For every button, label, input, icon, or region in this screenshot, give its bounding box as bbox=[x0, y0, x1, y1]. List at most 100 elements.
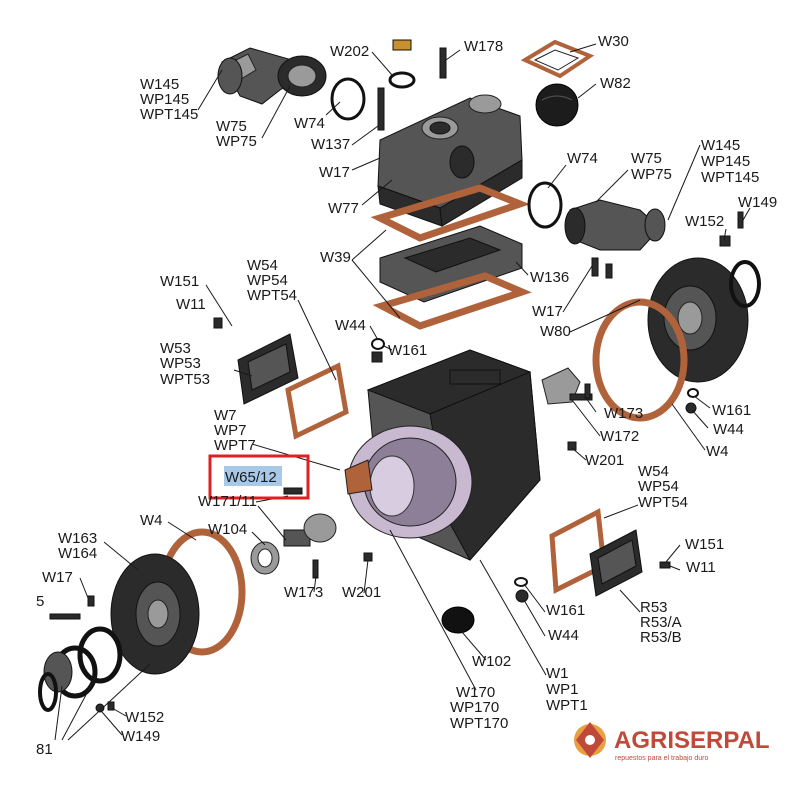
label-w178[interactable]: W178 bbox=[464, 38, 503, 55]
label-w171-11[interactable]: W171/11 bbox=[198, 493, 257, 510]
label-wpt170[interactable]: WPT170 bbox=[450, 715, 508, 732]
washer-w161-lower bbox=[514, 577, 528, 587]
label-81[interactable]: 81 bbox=[36, 741, 53, 758]
gasket-w39-lower bbox=[372, 272, 532, 330]
seal-left-3 bbox=[38, 672, 58, 712]
valve-plate bbox=[379, 225, 523, 303]
inspection-cover-left bbox=[237, 333, 349, 440]
label-w145-right[interactable]: W145 bbox=[701, 137, 740, 154]
label-w152-left[interactable]: W152 bbox=[125, 709, 164, 726]
label-w1[interactable]: W1 bbox=[546, 665, 569, 682]
label-w145-top[interactable]: W145 bbox=[140, 76, 179, 93]
label-w152-right[interactable]: W152 bbox=[685, 213, 724, 230]
label-w74-right[interactable]: W74 bbox=[567, 150, 598, 167]
label-w44-right[interactable]: W44 bbox=[713, 421, 744, 438]
label-wp145-right[interactable]: WP145 bbox=[701, 153, 750, 170]
label-w161-lower[interactable]: W161 bbox=[546, 602, 585, 619]
plate-w30 bbox=[520, 39, 595, 79]
gasket-w4-right bbox=[592, 298, 688, 422]
logo-emblem-icon bbox=[574, 722, 606, 758]
label-w137[interactable]: W137 bbox=[311, 136, 350, 153]
label-w7[interactable]: W7 bbox=[214, 407, 237, 424]
label-w80[interactable]: W80 bbox=[540, 323, 571, 340]
label-w82[interactable]: W82 bbox=[600, 75, 631, 92]
label-wpt7[interactable]: WPT7 bbox=[214, 437, 256, 454]
label-wp53[interactable]: WP53 bbox=[160, 355, 201, 372]
label-r53[interactable]: R53 bbox=[640, 599, 668, 616]
label-w151-left[interactable]: W151 bbox=[160, 273, 199, 290]
label-w170[interactable]: W170 bbox=[456, 684, 495, 701]
label-5[interactable]: 5 bbox=[36, 593, 44, 610]
label-wp54-left[interactable]: WP54 bbox=[247, 272, 288, 289]
label-w17-right[interactable]: W17 bbox=[532, 303, 563, 320]
label-w173-right[interactable]: W173 bbox=[604, 405, 643, 422]
seal-left-1 bbox=[77, 626, 123, 684]
label-w201-mid[interactable]: W201 bbox=[585, 452, 624, 469]
bolt-w137 bbox=[377, 87, 385, 131]
end-cover-right bbox=[647, 257, 761, 383]
screw-w11-right bbox=[659, 561, 671, 569]
label-w44-left[interactable]: W44 bbox=[335, 317, 366, 334]
label-w75-top[interactable]: W75 bbox=[216, 118, 247, 135]
bolt-w149-right bbox=[737, 211, 744, 229]
label-wp75-top[interactable]: WP75 bbox=[216, 133, 257, 150]
inspection-cover-right bbox=[549, 508, 643, 597]
label-wpt1[interactable]: WPT1 bbox=[546, 697, 588, 714]
screw-w201-low bbox=[363, 552, 373, 562]
label-wp145-top[interactable]: WP145 bbox=[140, 91, 189, 108]
label-w17-left[interactable]: W17 bbox=[42, 569, 73, 586]
agriserpal-logo: AGRISERPAL repuestos para el trabajo dur… bbox=[574, 722, 770, 762]
label-w77[interactable]: W77 bbox=[328, 200, 359, 217]
logo-tagline: repuestos para el trabajo duro bbox=[615, 755, 708, 762]
label-w201-lower[interactable]: W201 bbox=[342, 584, 381, 601]
label-w136[interactable]: W136 bbox=[530, 269, 569, 286]
gasket-w39-upper bbox=[370, 184, 531, 242]
label-wpt145-right[interactable]: WPT145 bbox=[701, 169, 759, 186]
label-w39[interactable]: W39 bbox=[320, 249, 351, 266]
label-w161-right[interactable]: W161 bbox=[712, 402, 751, 419]
label-wpt54-left[interactable]: WPT54 bbox=[247, 287, 297, 304]
label-w151-right[interactable]: W151 bbox=[685, 536, 724, 553]
label-w4-left[interactable]: W4 bbox=[140, 512, 163, 529]
label-w104[interactable]: W104 bbox=[208, 521, 247, 538]
label-w4-right[interactable]: W4 bbox=[706, 443, 729, 460]
label-w54-right[interactable]: W54 bbox=[638, 463, 669, 480]
label-wp1[interactable]: WP1 bbox=[546, 681, 579, 698]
label-w164[interactable]: W164 bbox=[58, 545, 97, 562]
label-w202[interactable]: W202 bbox=[330, 43, 369, 60]
label-w149-right[interactable]: W149 bbox=[738, 194, 777, 211]
bearing-left bbox=[43, 651, 73, 693]
label-w163[interactable]: W163 bbox=[58, 530, 97, 547]
part-labels: W202 W178 W30 W82 W145 WP145 WPT145 W75 … bbox=[36, 33, 777, 758]
label-w44-lower[interactable]: W44 bbox=[548, 627, 579, 644]
label-w17-top[interactable]: W17 bbox=[319, 164, 350, 181]
pin-w65 bbox=[283, 487, 303, 495]
label-w65-12[interactable]: W65/12 bbox=[225, 469, 277, 486]
label-w173-lower[interactable]: W173 bbox=[284, 584, 323, 601]
label-w75-right[interactable]: W75 bbox=[631, 150, 662, 167]
label-r53b[interactable]: R53/B bbox=[640, 629, 682, 646]
label-wpt54-right[interactable]: WPT54 bbox=[638, 494, 688, 511]
label-w102[interactable]: W102 bbox=[472, 653, 511, 670]
label-w74-top[interactable]: W74 bbox=[294, 115, 325, 132]
bolt-w17-left bbox=[87, 595, 95, 607]
label-wp7[interactable]: WP7 bbox=[214, 422, 247, 439]
plug-w44-lower bbox=[515, 589, 529, 603]
label-w54-left[interactable]: W54 bbox=[247, 257, 278, 274]
label-w30[interactable]: W30 bbox=[598, 33, 629, 50]
label-w53[interactable]: W53 bbox=[160, 340, 191, 357]
label-w172[interactable]: W172 bbox=[600, 428, 639, 445]
label-wp170[interactable]: WP170 bbox=[450, 699, 499, 716]
label-w11-left[interactable]: W11 bbox=[176, 296, 206, 313]
label-w161-left[interactable]: W161 bbox=[388, 342, 427, 359]
elbow-top-left bbox=[217, 47, 327, 105]
label-w11-right[interactable]: W11 bbox=[686, 559, 716, 576]
label-r53a[interactable]: R53/A bbox=[640, 614, 682, 631]
label-wp75-right[interactable]: WP75 bbox=[631, 166, 672, 183]
label-wpt145-top[interactable]: WPT145 bbox=[140, 106, 198, 123]
label-w149-left[interactable]: W149 bbox=[121, 728, 160, 745]
washer-w161-left bbox=[371, 338, 385, 350]
label-wpt53[interactable]: WPT53 bbox=[160, 371, 210, 388]
label-wp54-right[interactable]: WP54 bbox=[638, 478, 679, 495]
